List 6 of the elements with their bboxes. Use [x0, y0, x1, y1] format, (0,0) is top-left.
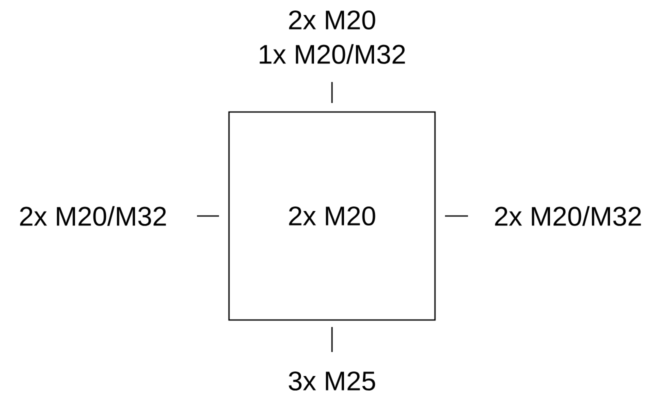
entry-label: 2x M20: [289, 10, 376, 30]
enclosure-box: 2x M20: [228, 111, 436, 321]
entry-label: 1x M20/M32: [260, 44, 405, 64]
entry-label: 3x M25: [288, 371, 376, 391]
entry-label: 2x M20/M32: [495, 206, 641, 226]
entry-label: 2x M20/M32: [20, 206, 166, 226]
